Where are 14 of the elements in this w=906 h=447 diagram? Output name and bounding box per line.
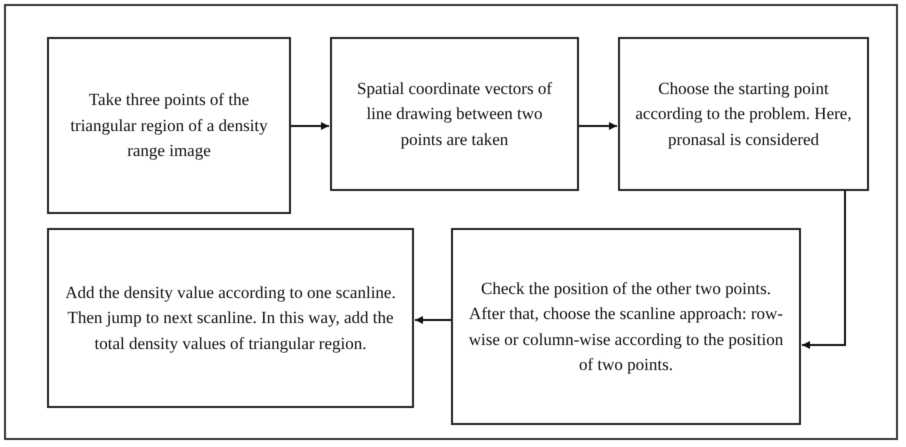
process-box: [618, 37, 869, 191]
step-text: Spatial coordinate vectors of line drawing between two points are taken: [356, 78, 553, 151]
process-box: [47, 37, 291, 214]
process-box: [330, 37, 579, 191]
arrow: [291, 122, 329, 130]
step-text: Check the position of the other two points. After that, choose the scanline approach: row-wise or column-wise according to the position of two points.: [468, 278, 784, 376]
process-box: [47, 228, 414, 408]
arrow: [415, 316, 451, 324]
process-box: [451, 228, 801, 425]
arrow: [579, 122, 617, 130]
arrow: [802, 191, 846, 349]
step-text: Choose the starting point according to the problem. Here, pronasal is considered: [634, 78, 853, 151]
step-text: Add the density value according to one scanline. Then jump to next scanline. In this way, add the total density values of triangular region.: [64, 282, 397, 355]
step-text: Take three points of the triangular region of a density range image: [69, 89, 269, 162]
